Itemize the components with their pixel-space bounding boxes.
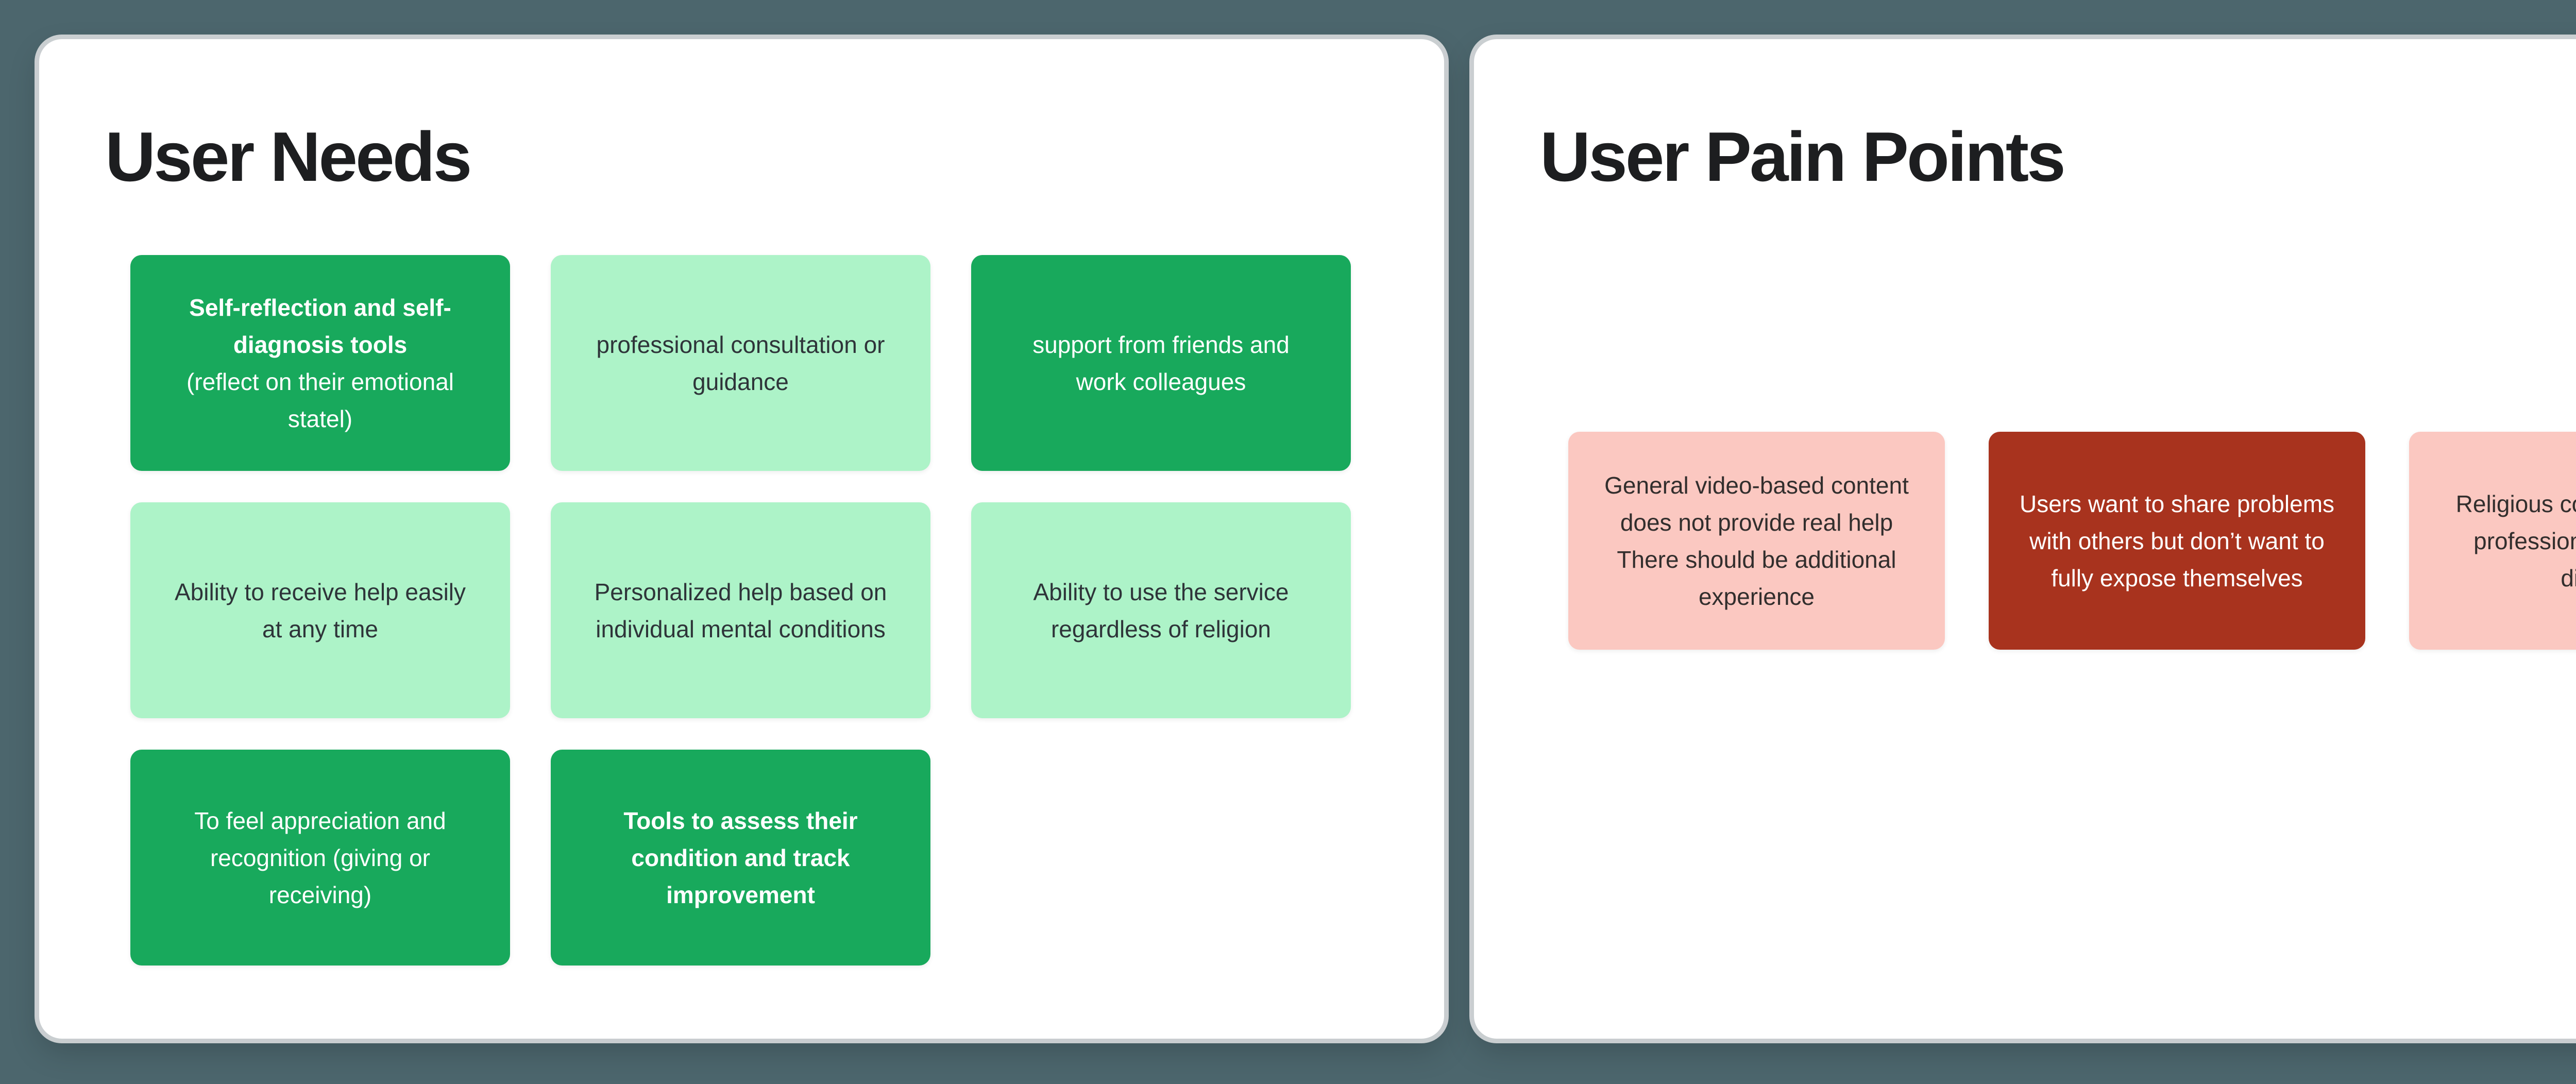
need-card-bold-text: Self-reflection and self- diagnosis tool…	[189, 294, 451, 358]
need-card-text: Personalized help based on individual me…	[594, 578, 887, 642]
pain-card-text: Users want to share problems with others…	[2019, 490, 2335, 591]
need-card-receive-help[interactable]: Ability to receive help easily at any ti…	[130, 502, 510, 718]
need-card-professional-consultation[interactable]: professional consultation or guidance	[551, 255, 930, 471]
user-needs-title: User Needs	[105, 117, 472, 196]
need-card-self-reflection[interactable]: Self-reflection and self- diagnosis tool…	[130, 255, 510, 471]
need-card-regardless-religion[interactable]: Ability to use the service regardless of…	[971, 502, 1351, 718]
user-pain-points-panel: User Pain Points General video-based con…	[1474, 39, 2576, 1039]
pain-card-video-content[interactable]: General video-based content does not pro…	[1568, 432, 1945, 650]
need-card-bold-text: Tools to assess their condition and trac…	[623, 807, 858, 908]
pain-card-text: Religious constraints make professional …	[2455, 490, 2576, 591]
need-card-text: (reflect on their emotional statel)	[186, 368, 454, 432]
pain-card-text: General video-based content does not pro…	[1604, 471, 1909, 610]
user-pain-points-grid: General video-based content does not pro…	[1568, 432, 2576, 650]
user-needs-panel: User Needs Self-reflection and self- dia…	[39, 39, 1444, 1039]
pain-card-share-problems[interactable]: Users want to share problems with others…	[1989, 432, 2365, 650]
need-card-support-friends[interactable]: support from friends and work colleagues	[971, 255, 1351, 471]
need-card-appreciation-recognition[interactable]: To feel appreciation and recognition (gi…	[130, 750, 510, 966]
need-card-text: Ability to receive help easily at any ti…	[174, 578, 466, 642]
need-card-text: Ability to use the service regardless of…	[1033, 578, 1289, 642]
need-card-personalized-help[interactable]: Personalized help based on individual me…	[551, 502, 930, 718]
need-card-text: To feel appreciation and recognition (gi…	[194, 807, 446, 908]
need-card-text: support from friends and work colleagues	[1032, 331, 1290, 395]
user-pain-points-title: User Pain Points	[1540, 117, 2066, 196]
need-card-assess-condition[interactable]: Tools to assess their condition and trac…	[551, 750, 930, 966]
pain-card-religious-constraints[interactable]: Religious constraints make professional …	[2409, 432, 2576, 650]
user-needs-grid: Self-reflection and self- diagnosis tool…	[130, 255, 1351, 966]
need-card-text: professional consultation or guidance	[596, 331, 885, 395]
